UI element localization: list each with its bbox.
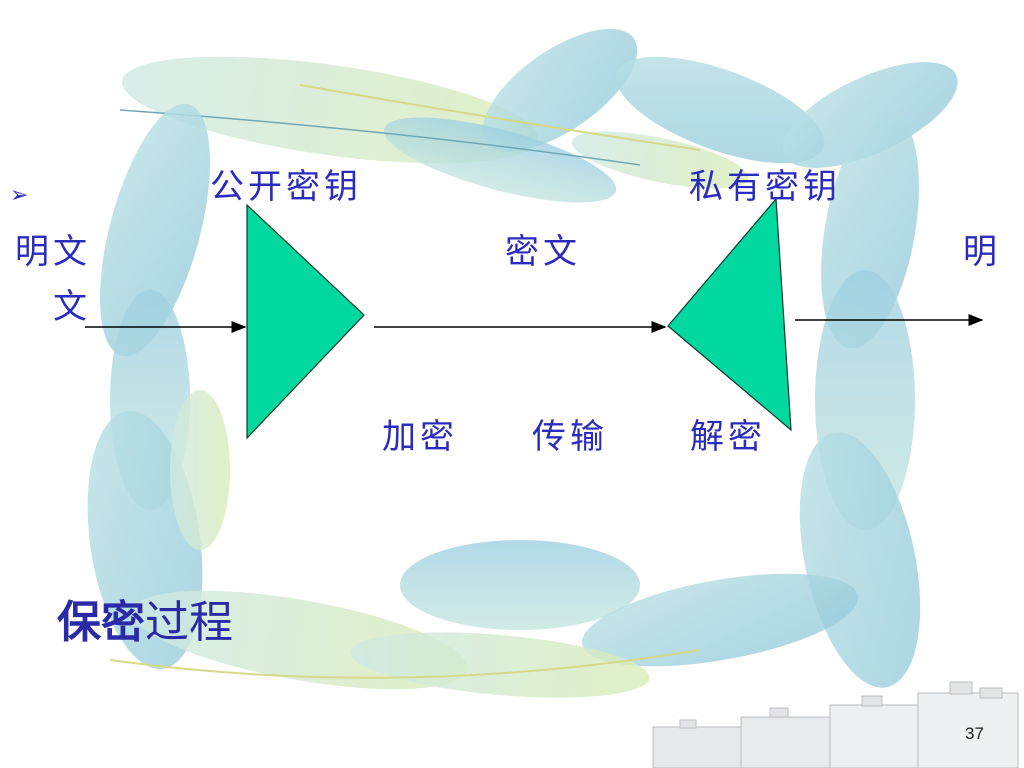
decrypt-triangle: [667, 197, 792, 432]
slide-title-normal: 过程: [145, 597, 233, 648]
encrypt-label: 加密: [382, 417, 458, 457]
decrypt-label: 解密: [690, 417, 766, 457]
encrypt-triangle: [246, 203, 365, 440]
page-number: 37: [965, 724, 984, 743]
bullet-arrow-icon: ➢: [10, 183, 29, 208]
transmit-label: 传输: [532, 417, 608, 457]
slide-title-bold: 保密: [57, 597, 145, 648]
plaintext-left-label: 明文: [15, 232, 91, 272]
buildings-illustration: [652, 681, 1019, 768]
slide-title: 保密过程: [57, 586, 233, 650]
private-key-label: 私有密钥: [689, 167, 841, 207]
plaintext-right-label: 明: [963, 232, 1001, 272]
ciphertext-label: 密文: [505, 232, 581, 272]
plaintext-left-label-wrap: 文: [53, 287, 91, 327]
public-key-label: 公开密钥: [210, 167, 362, 207]
